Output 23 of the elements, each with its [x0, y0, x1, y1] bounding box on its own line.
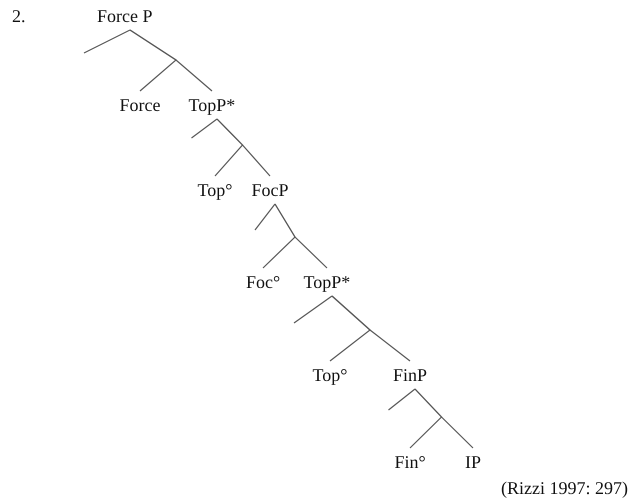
tree-branch	[274, 204, 328, 268]
tree-branch	[216, 118, 270, 176]
category-label: TopP*	[188, 95, 236, 115]
category-label: FocP	[252, 180, 289, 200]
category-label: Top°	[198, 180, 232, 200]
category-label: Force P	[97, 6, 152, 26]
category-label: TopP*	[304, 272, 350, 292]
tree-branch	[294, 296, 332, 324]
example-number: 2.	[12, 6, 26, 26]
tree-branch	[254, 204, 276, 230]
tree-branch	[332, 296, 410, 362]
category-label: Top°	[312, 365, 348, 385]
category-label: Force	[120, 95, 160, 115]
tree-branch	[191, 118, 218, 138]
tree-branch	[414, 388, 474, 448]
citation: (Rizzi 1997: 297)	[501, 478, 628, 498]
category-label: Fin°	[394, 452, 426, 472]
tree-branch	[84, 29, 130, 54]
category-label: IP	[465, 452, 482, 472]
tree-branch	[388, 388, 416, 410]
category-label: FinP	[393, 365, 428, 385]
tree-branch	[130, 30, 212, 92]
category-label: Foc°	[246, 272, 280, 292]
